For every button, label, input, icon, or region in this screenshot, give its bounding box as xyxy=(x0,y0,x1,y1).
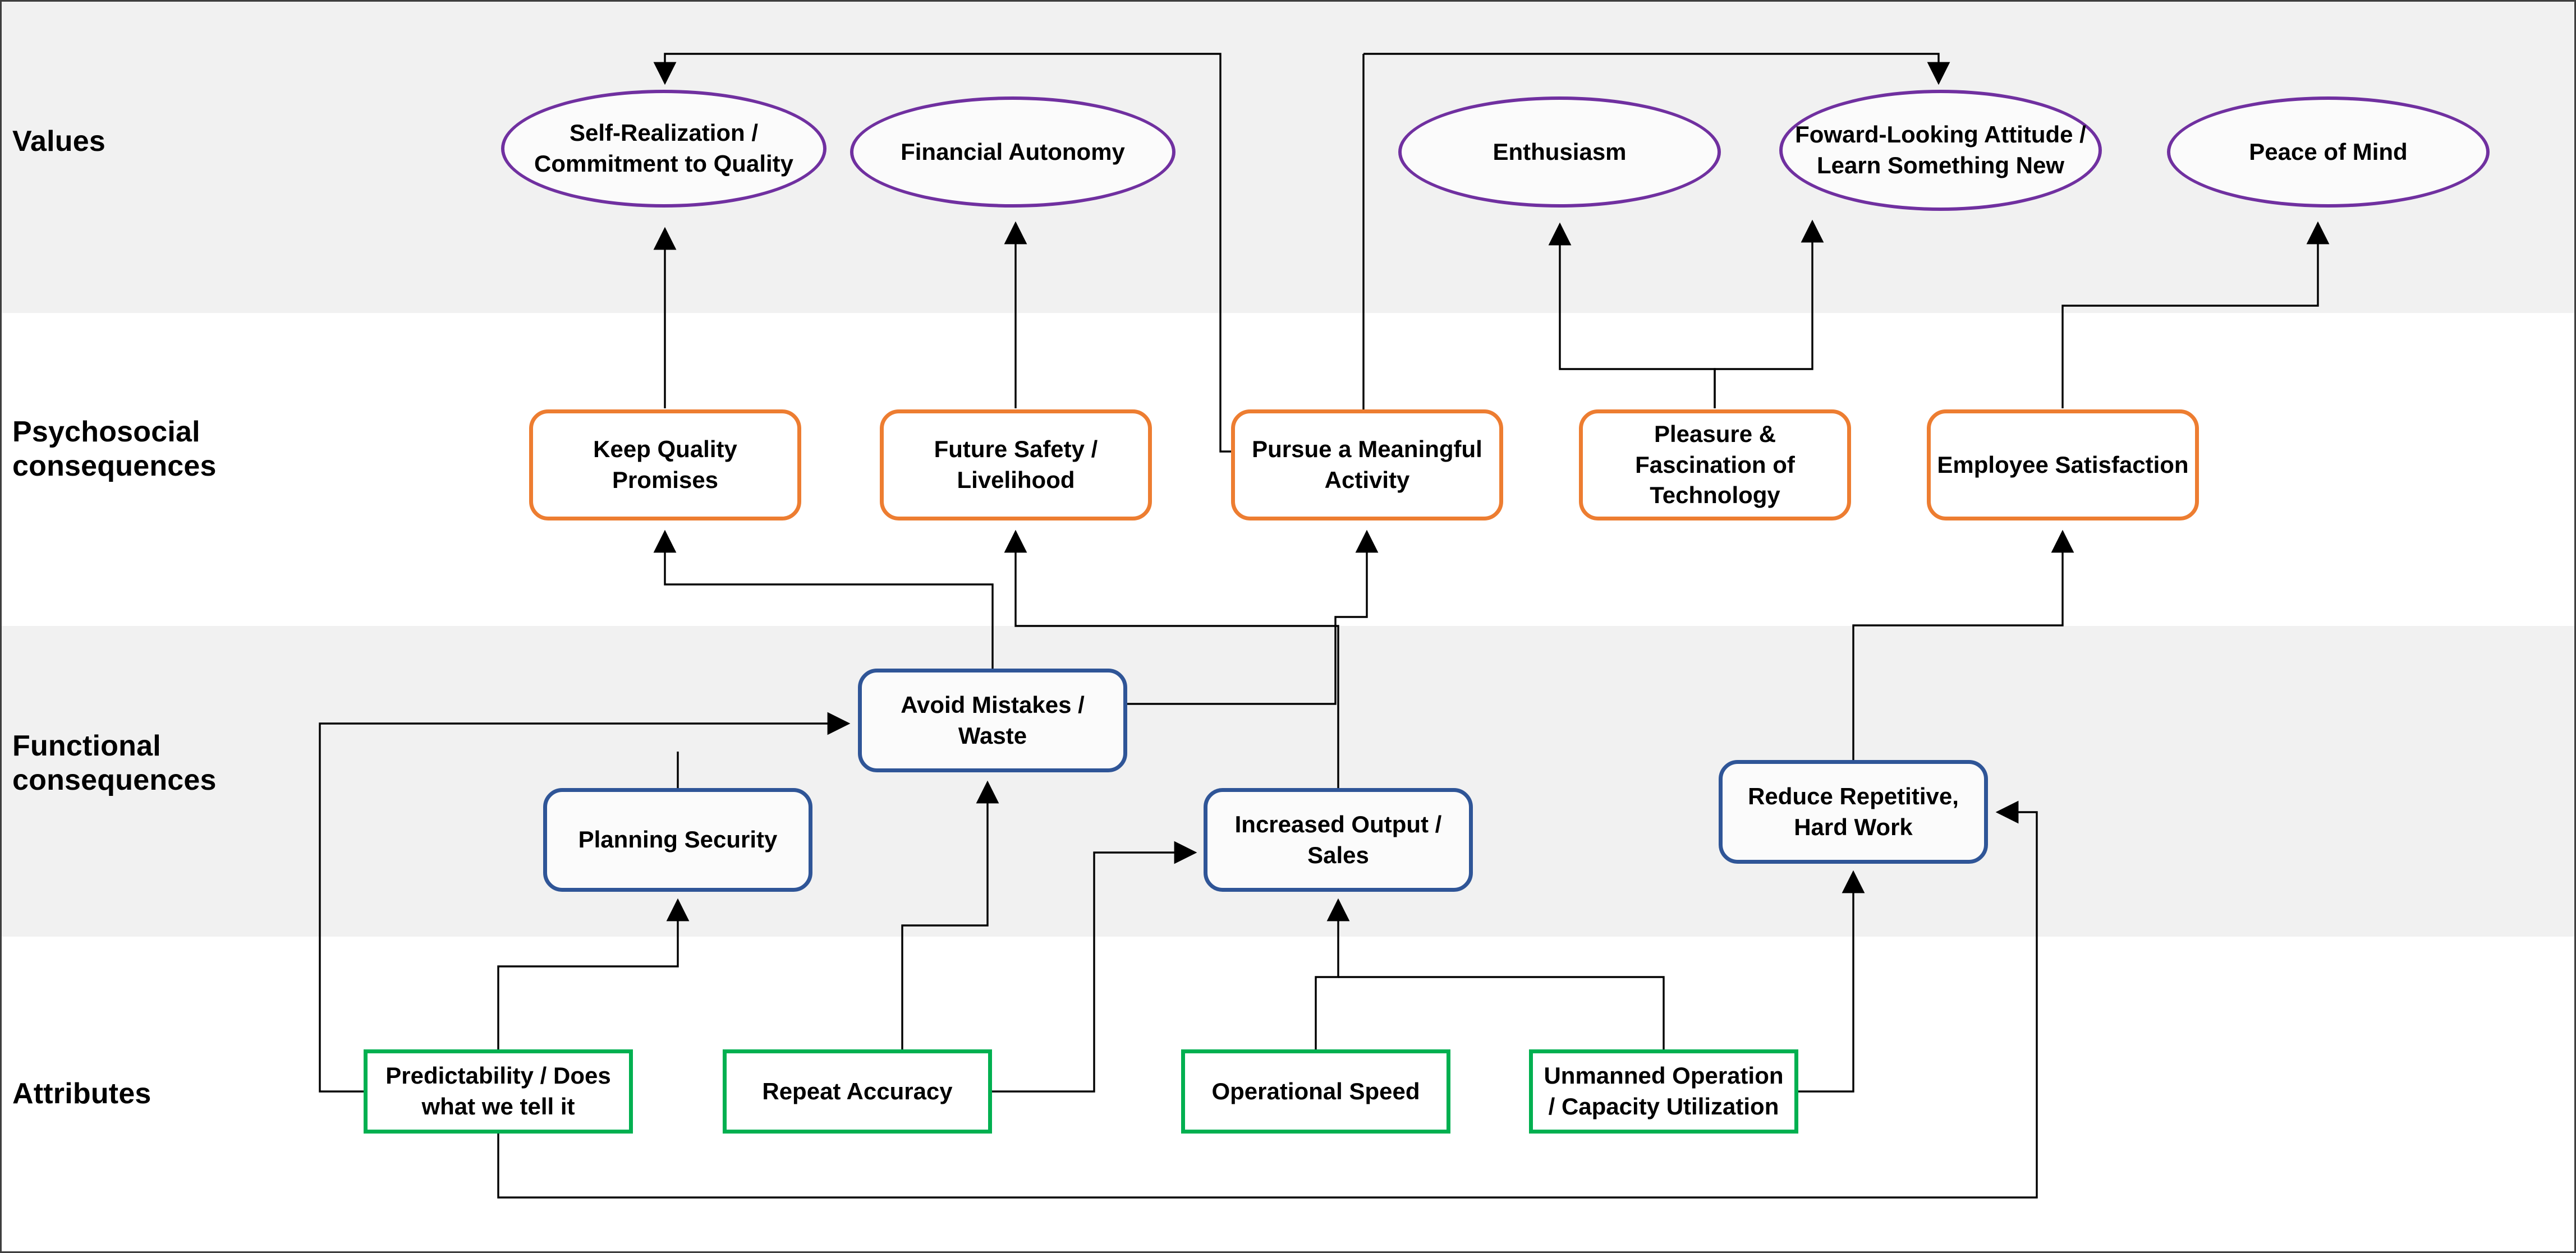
node-self-realization[interactable]: Self-Realization / Commitment to Quality xyxy=(501,90,826,208)
edge-predictability-to-avoid-mistakes xyxy=(319,712,851,1093)
node-avoid-mistakes-waste-label: Avoid Mistakes / Waste xyxy=(901,691,1085,749)
node-self-realization-label: Self-Realization / Commitment to Quality xyxy=(534,119,794,177)
edge-predictability-to-reduce-repetitive xyxy=(497,800,2038,1199)
edge-unmanned-to-reduce-repetitive xyxy=(1798,870,1865,1093)
node-future-safety-livelihood[interactable]: Future Safety / Livelihood xyxy=(880,409,1152,520)
edge-operational-speed-to-increased-output xyxy=(1315,898,1350,1049)
edge-pleasure-to-enthusiasm xyxy=(1548,222,1716,408)
edge-predictability-to-planning-security xyxy=(497,898,690,1049)
node-pleasure-fascination-technology-label: Pleasure & Fascination of Technology xyxy=(1635,421,1795,509)
edge-avoid-mistakes-to-keep-quality xyxy=(653,529,994,669)
node-planning-security-label: Planning Security xyxy=(578,826,778,853)
row-label-values: Values xyxy=(12,125,105,159)
node-enthusiasm-label: Enthusiasm xyxy=(1493,138,1627,165)
edge-pursue-to-self-realization xyxy=(653,53,1231,453)
node-avoid-mistakes-waste[interactable]: Avoid Mistakes / Waste xyxy=(858,669,1127,772)
node-enthusiasm[interactable]: Enthusiasm xyxy=(1398,96,1721,208)
node-predictability[interactable]: Predictability / Does what we tell it xyxy=(364,1049,633,1134)
node-forward-looking-attitude[interactable]: Foward-Looking Attitude / Learn Somethin… xyxy=(1779,90,2102,211)
edge-increased-output-to-future-safety xyxy=(1004,529,1339,788)
node-pursue-meaningful-activity-label: Pursue a Meaningful Activity xyxy=(1252,436,1482,493)
edge-pleasure-to-forward-looking xyxy=(1714,219,1824,408)
node-reduce-repetitive-hard-work-label: Reduce Repetitive, Hard Work xyxy=(1748,782,1959,840)
node-increased-output-sales[interactable]: Increased Output / Sales xyxy=(1204,788,1473,892)
node-operational-speed[interactable]: Operational Speed xyxy=(1181,1049,1450,1134)
edge-reduce-repetitive-to-employee xyxy=(1852,529,2074,760)
node-unmanned-operation-label: Unmanned Operation / Capacity Utilizatio… xyxy=(1544,1062,1784,1120)
node-future-safety-livelihood-label: Future Safety / Livelihood xyxy=(934,436,1098,493)
node-financial-autonomy-label: Financial Autonomy xyxy=(901,138,1125,165)
node-planning-security[interactable]: Planning Security xyxy=(543,788,812,892)
edge-repeat-accuracy-to-avoid-mistakes xyxy=(901,780,999,1049)
band-values xyxy=(0,0,2576,313)
edge-employee-to-peace-of-mind xyxy=(2061,221,2330,408)
row-label-functional-text: Functional consequences xyxy=(12,730,217,797)
row-label-attributes: Attributes xyxy=(12,1077,151,1111)
row-label-psychosocial-text: Psychosocial consequences xyxy=(12,416,217,483)
node-pursue-meaningful-activity[interactable]: Pursue a Meaningful Activity xyxy=(1231,409,1503,520)
edge-group-to-forward-looking-top xyxy=(1363,53,1950,85)
node-pleasure-fascination-technology[interactable]: Pleasure & Fascination of Technology xyxy=(1579,409,1851,520)
row-label-values-text: Values xyxy=(12,125,105,158)
node-forward-looking-attitude-label: Foward-Looking Attitude / Learn Somethin… xyxy=(1795,121,2086,178)
node-reduce-repetitive-hard-work[interactable]: Reduce Repetitive, Hard Work xyxy=(1719,760,1988,864)
node-keep-quality-promises[interactable]: Keep Quality Promises xyxy=(529,409,801,520)
node-predictability-label: Predictability / Does what we tell it xyxy=(385,1062,611,1120)
node-peace-of-mind-label: Peace of Mind xyxy=(2249,138,2408,165)
node-financial-autonomy[interactable]: Financial Autonomy xyxy=(850,96,1175,208)
row-label-functional: Functional consequences xyxy=(12,729,217,798)
row-label-attributes-text: Attributes xyxy=(12,1077,151,1110)
node-employee-satisfaction[interactable]: Employee Satisfaction xyxy=(1927,409,2199,520)
node-peace-of-mind[interactable]: Peace of Mind xyxy=(2167,96,2490,208)
node-operational-speed-label: Operational Speed xyxy=(1211,1077,1420,1104)
edge-avoid-mistakes-to-pursue xyxy=(1127,529,1379,705)
node-unmanned-operation[interactable]: Unmanned Operation / Capacity Utilizatio… xyxy=(1529,1049,1798,1134)
edge-repeat-accuracy-to-increased-output xyxy=(992,841,1197,1093)
row-label-psychosocial: Psychosocial consequences xyxy=(12,415,217,484)
node-keep-quality-promises-label: Keep Quality Promises xyxy=(593,436,737,493)
edge-unmanned-to-increased-output xyxy=(1338,976,1665,1049)
node-increased-output-sales-label: Increased Output / Sales xyxy=(1234,810,1442,868)
node-repeat-accuracy-label: Repeat Accuracy xyxy=(762,1077,953,1104)
node-employee-satisfaction-label: Employee Satisfaction xyxy=(1937,451,2189,478)
node-repeat-accuracy[interactable]: Repeat Accuracy xyxy=(723,1049,992,1134)
